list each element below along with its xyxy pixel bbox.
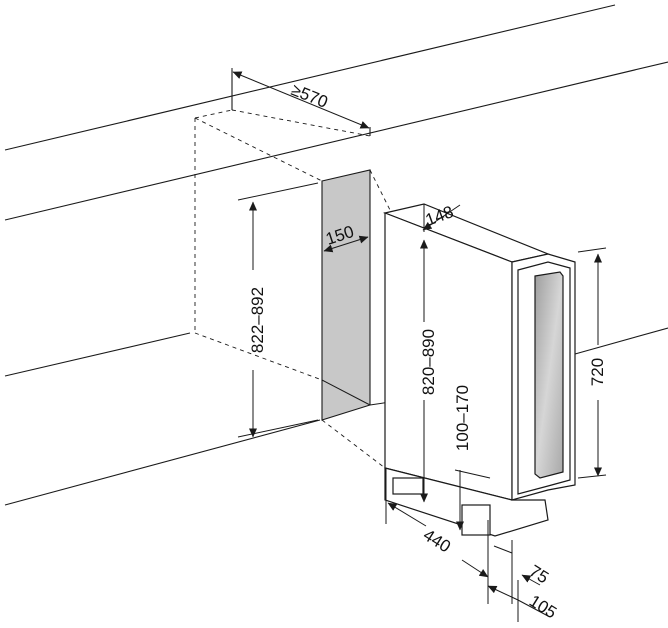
glass-panel xyxy=(534,271,564,479)
niche-side-panel xyxy=(321,169,391,421)
label-total-offset: 105 xyxy=(526,591,560,622)
dim-door-offset xyxy=(493,540,541,604)
wine-cooler-unit xyxy=(382,203,551,537)
label-unit-depth: 440 xyxy=(420,525,454,556)
label-unit-height: 820–890 xyxy=(419,329,438,395)
label-niche-height: 822–892 xyxy=(248,287,267,353)
dim-leg-height xyxy=(454,469,491,531)
label-door-height: 720 xyxy=(588,358,607,386)
dim-niche-width xyxy=(323,235,369,253)
label-leg-height: 100–170 xyxy=(453,385,472,451)
hidden-lines xyxy=(194,109,391,469)
dim-unit-width xyxy=(422,204,461,232)
dim-niche-height xyxy=(237,182,319,438)
label-door-offset: 75 xyxy=(526,561,552,587)
dim-cabinet-depth xyxy=(231,68,370,129)
dim-door-height xyxy=(577,247,607,479)
cooler-door xyxy=(511,253,576,501)
dim-total-offset xyxy=(487,580,549,622)
label-cabinet-depth: ≥570 xyxy=(289,80,331,112)
